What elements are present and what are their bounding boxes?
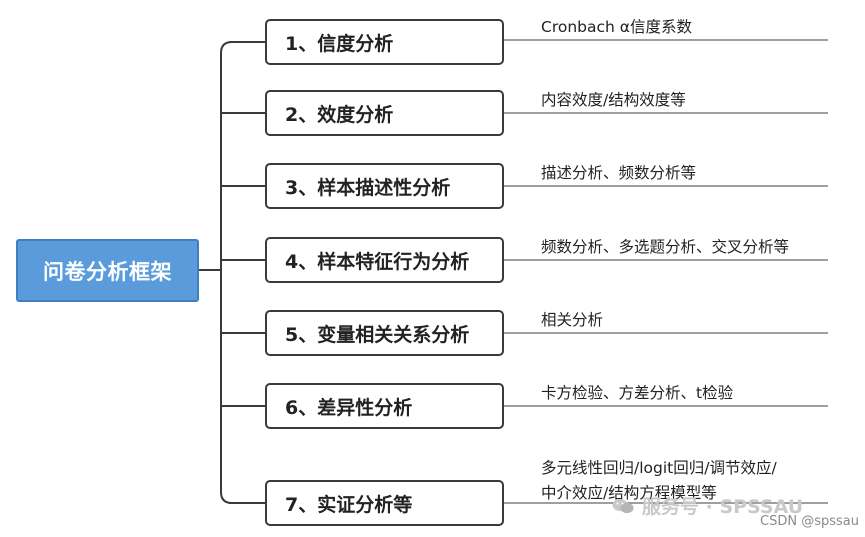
leaf-detail-validity: 内容效度/结构效度等 <box>541 91 686 109</box>
leaf-detail-empirical: 多元线性回归/logit回归/调节效应/ 中介效应/结构方程模型等 <box>541 456 777 506</box>
branch-label: 5、变量相关关系分析 <box>285 323 470 346</box>
credit-text: CSDN @spssau <box>760 514 859 529</box>
leaf-detail-reliability: Cronbach α信度系数 <box>541 18 692 36</box>
leaf-detail-line: 中介效应/结构方程模型等 <box>541 484 717 502</box>
leaf-detail-difference: 卡方检验、方差分析、t检验 <box>541 384 734 402</box>
branch-node-reliability: 1、信度分析 <box>265 19 504 65</box>
branch-node-correlation: 5、变量相关关系分析 <box>265 310 504 356</box>
branch-node-behavior: 4、样本特征行为分析 <box>265 237 504 283</box>
branch-node-validity: 2、效度分析 <box>265 90 504 136</box>
branch-label: 3、样本描述性分析 <box>285 176 451 199</box>
leaf-detail-line: 多元线性回归/logit回归/调节效应/ <box>541 459 777 477</box>
trunk-line <box>220 41 233 504</box>
branch-label: 1、信度分析 <box>285 32 394 55</box>
root-node: 问卷分析框架 <box>16 239 199 302</box>
branch-label: 6、差异性分析 <box>285 396 413 419</box>
branch-node-descriptive: 3、样本描述性分析 <box>265 163 504 209</box>
branch-label: 2、效度分析 <box>285 103 394 126</box>
wechat-icon <box>612 498 634 514</box>
branch-label: 4、样本特征行为分析 <box>285 250 470 273</box>
branch-label: 7、实证分析等 <box>285 493 413 516</box>
watermark: 服务号 · SPSSAU <box>612 492 803 519</box>
branch-node-difference: 6、差异性分析 <box>265 383 504 429</box>
leaf-detail-correlation: 相关分析 <box>541 311 604 329</box>
leaf-detail-behavior: 频数分析、多选题分析、交叉分析等 <box>541 238 790 256</box>
watermark-text: 服务号 · SPSSAU <box>642 496 804 518</box>
root-label: 问卷分析框架 <box>43 259 172 284</box>
branch-node-empirical: 7、实证分析等 <box>265 480 504 526</box>
leaf-detail-descriptive: 描述分析、频数分析等 <box>541 164 697 182</box>
